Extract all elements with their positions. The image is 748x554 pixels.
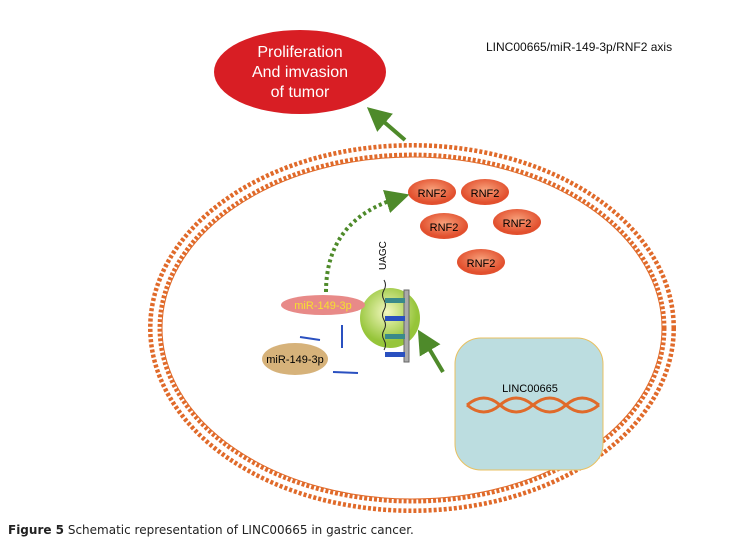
svg-text:RNF2: RNF2 [467, 258, 496, 270]
arrow-from-lncrna [417, 329, 445, 374]
svg-text:miR-149-3p: miR-149-3p [266, 354, 323, 366]
svg-text:RNF2: RNF2 [503, 218, 532, 230]
outcome-line1: Proliferation [257, 44, 342, 61]
svg-text:RNF2: RNF2 [418, 188, 447, 200]
outcome-line2: And imvasion [252, 64, 348, 81]
axis-title: LINC00665/miR-149-3p/RNF2 axis [486, 40, 673, 54]
outcome-ellipse [214, 30, 386, 114]
figure-caption: Figure 5 Schematic representation of LIN… [8, 523, 414, 537]
small-rna-fragments [299, 325, 359, 374]
mirna-bound [281, 295, 365, 315]
dna-helix-icon [466, 396, 600, 414]
svg-text:RNF2: RNF2 [471, 188, 500, 200]
svg-text:RNF2: RNF2 [430, 222, 459, 234]
sequence-label: UAGC [378, 241, 389, 270]
outcome-line3: of tumor [271, 84, 330, 101]
mirna-free [262, 343, 328, 375]
nucleus-box [454, 337, 604, 471]
cell-membrane [148, 143, 676, 513]
rna-strand [382, 279, 386, 351]
svg-text:miR-149-3p: miR-149-3p [294, 300, 351, 312]
svg-text:LINC00665: LINC00665 [502, 383, 558, 395]
arrow-to-outcome [366, 107, 407, 142]
rnf2-group: RNF2 RNF2 RNF2 RNF2 RNF2 [408, 179, 541, 275]
